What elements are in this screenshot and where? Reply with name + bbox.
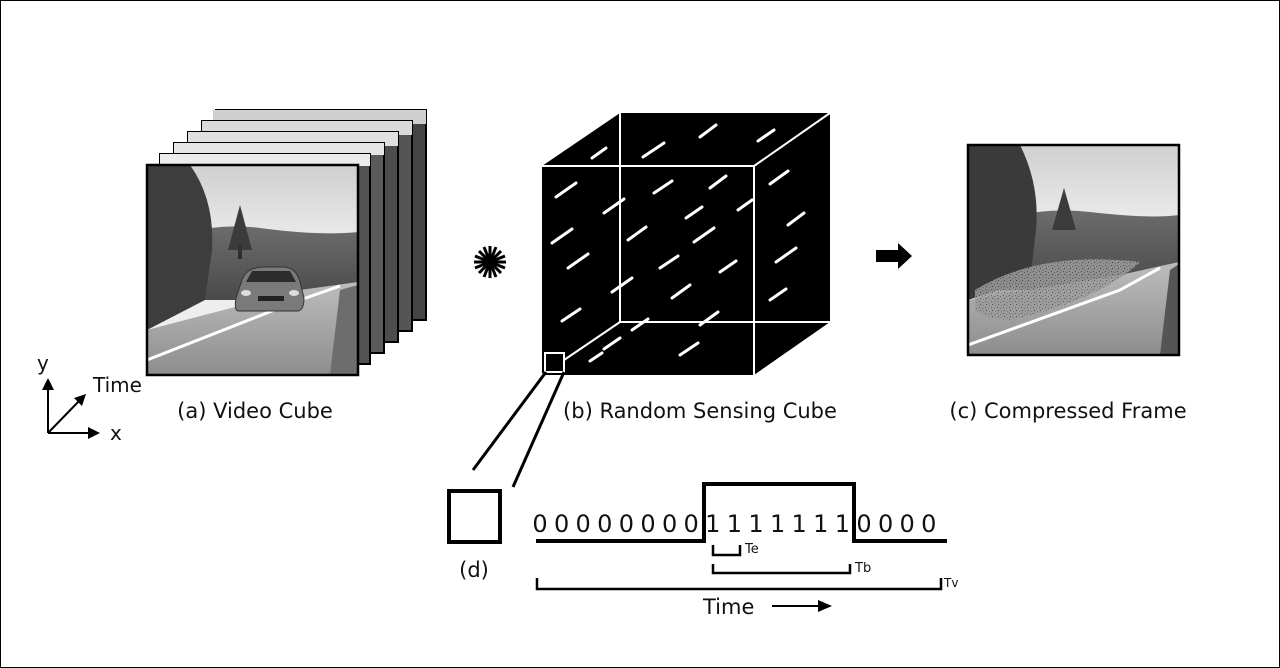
compressed-frame: (c) Compressed Frame [949, 143, 1187, 423]
bit-0: 0 [921, 510, 936, 538]
bit-0: 0 [878, 510, 893, 538]
bit-1: 1 [705, 510, 720, 538]
tv-bracket [535, 578, 943, 591]
bit-0: 0 [856, 510, 871, 538]
tv-label: Tv [943, 576, 958, 590]
tb-label: Tb [854, 561, 871, 576]
pixel-detail-label: (d) [459, 558, 489, 582]
bit-0: 0 [576, 510, 591, 538]
compressed-frame-label: (c) Compressed Frame [949, 399, 1186, 423]
time-label: Time [702, 595, 754, 619]
bit-0: 0 [900, 510, 915, 538]
x-axis-label: x [110, 421, 122, 445]
y-axis-arrow-icon [42, 378, 54, 390]
selected-pixel-box [544, 352, 565, 373]
bit-1: 1 [835, 510, 850, 538]
zoom-line-right [511, 371, 566, 488]
y-axis-label: y [37, 351, 49, 375]
time-axis-arrow-icon [74, 394, 86, 406]
te-label: Te [744, 542, 759, 557]
bit-1: 1 [813, 510, 828, 538]
video-cube-label: (a) Video Cube [177, 399, 333, 423]
bit-1: 1 [792, 510, 807, 538]
bit-0: 0 [554, 510, 569, 538]
convolution-star-icon [474, 246, 506, 278]
zoom-line-left [471, 371, 548, 471]
x-axis-arrow-icon [88, 427, 100, 439]
sensing-pattern [550, 123, 806, 363]
bit-0: 0 [619, 510, 634, 538]
time-axis-line [47, 399, 81, 434]
bit-1: 1 [770, 510, 785, 538]
te-bracket [711, 545, 742, 557]
pixel-detail: (d) [447, 371, 566, 582]
axes-indicator: y Time x [37, 351, 142, 445]
tb-bracket [711, 564, 852, 575]
motion-blur-smear [975, 259, 1140, 320]
random-sensing-cube: (b) Random Sensing Cube [541, 112, 837, 423]
video-cube: (a) Video Cube [145, 109, 427, 423]
bit-0: 0 [684, 510, 699, 538]
bit-0: 0 [662, 510, 677, 538]
right-arrow-icon [876, 243, 912, 269]
signal-waveform [536, 482, 947, 543]
video-front-frame [145, 163, 360, 377]
bit-1: 1 [727, 510, 742, 538]
bit-1: 1 [748, 510, 763, 538]
zoomed-pixel-box [447, 489, 502, 544]
bit-0: 0 [597, 510, 612, 538]
time-axis-label: Time [92, 373, 142, 397]
sensing-cube-label: (b) Random Sensing Cube [563, 399, 837, 423]
time-arrow-icon [818, 600, 832, 612]
bit-0: 0 [640, 510, 655, 538]
bit-0: 0 [532, 510, 547, 538]
